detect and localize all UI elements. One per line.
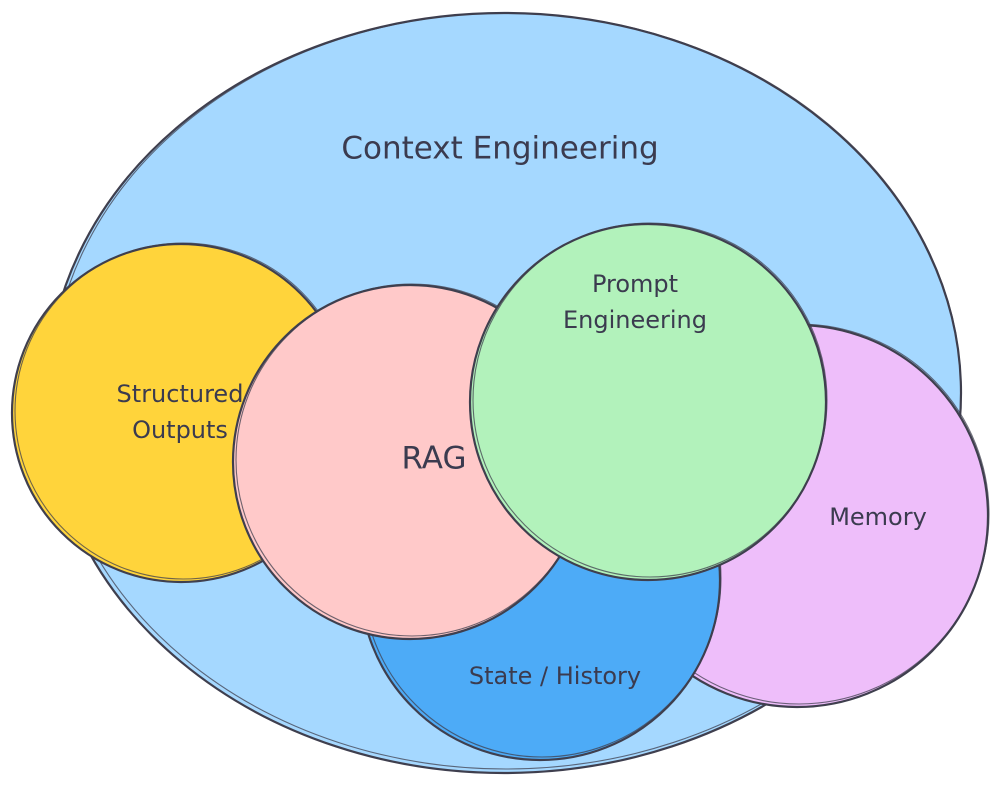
context-engineering-label: Context Engineering [341, 131, 658, 167]
prompt-engineering-circle [468, 222, 828, 582]
rag-label: RAG [402, 441, 467, 477]
structured-outputs-label-line1: Structured [117, 380, 244, 408]
memory-label: Memory [829, 503, 927, 531]
structured-outputs-label-line2: Outputs [132, 416, 228, 444]
prompt-engineering-sketch-stroke [472, 222, 828, 578]
prompt-engineering-label-line1: Prompt [592, 270, 678, 298]
state-history-label: State / History [469, 662, 641, 690]
prompt-engineering-region [468, 222, 828, 582]
prompt-engineering-label-line2: Engineering [563, 306, 707, 334]
